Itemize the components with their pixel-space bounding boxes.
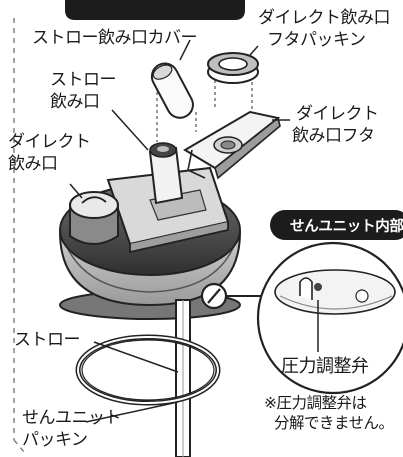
leader-lines bbox=[69, 39, 319, 423]
label-straw: ストロー bbox=[14, 330, 81, 350]
label-pressure-valve: 圧力調整弁 bbox=[281, 356, 369, 377]
label-lid-packing-1: ダイレクト飲み口 bbox=[258, 8, 391, 28]
direct-mouth bbox=[69, 191, 119, 245]
inset-circle bbox=[256, 241, 403, 395]
header-banner bbox=[65, 0, 245, 20]
label-straw-mouth-1: ストロー bbox=[50, 70, 117, 90]
label-straw-cover: ストロー飲み口カバー bbox=[32, 28, 198, 48]
direct-mouth-lid bbox=[183, 110, 281, 180]
straw-tube bbox=[175, 299, 191, 457]
zoom-marker-icon bbox=[200, 282, 228, 310]
label-unit-packing-2: パッキン bbox=[22, 430, 88, 450]
unit-packing-ring bbox=[75, 334, 221, 406]
lid-packing-ring bbox=[207, 52, 259, 84]
label-straw-mouth-2: 飲み口 bbox=[50, 92, 100, 112]
straw-mouth-cover bbox=[150, 62, 194, 119]
label-lid-packing-2: フタパッキン bbox=[267, 30, 366, 50]
straw-mouth bbox=[148, 142, 184, 205]
label-direct-lid-2: 飲み口フタ bbox=[292, 126, 375, 146]
inset-title-pill: せんユニット内部 bbox=[270, 210, 403, 240]
label-direct-mouth-2: 飲み口 bbox=[8, 154, 58, 174]
note-line-1: ※圧力調整弁は bbox=[264, 394, 367, 412]
inset-title: せんユニット内部 bbox=[290, 219, 403, 235]
label-direct-mouth-1: ダイレクト bbox=[8, 132, 91, 152]
label-unit-packing-1: せんユニット bbox=[22, 408, 122, 428]
note-line-2: 分解できません。 bbox=[274, 414, 394, 432]
label-direct-lid-1: ダイレクト bbox=[296, 104, 379, 124]
